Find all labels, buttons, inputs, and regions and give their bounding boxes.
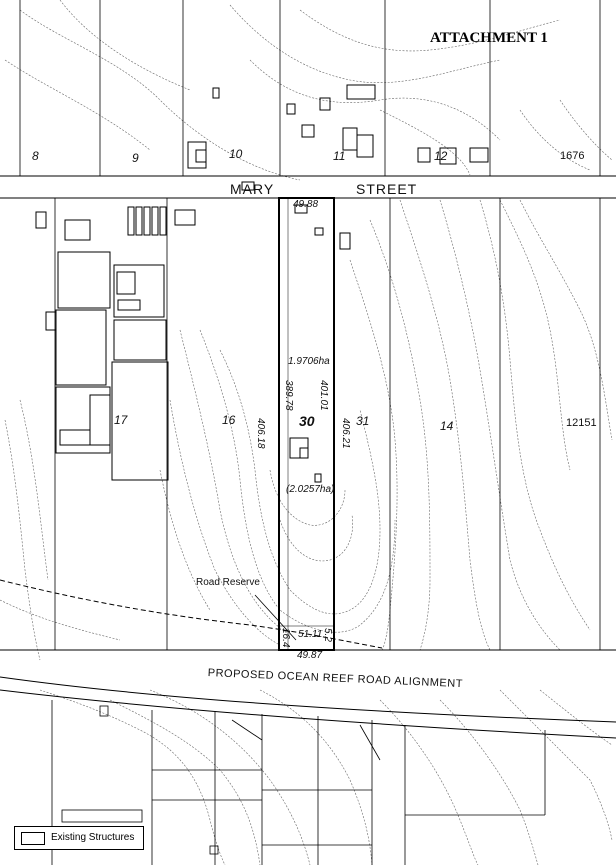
street-label-mary: MARY: [230, 181, 275, 197]
lot-number-30: 30: [299, 413, 315, 429]
lot-number-1676: 1676: [560, 150, 585, 162]
road-reserve-line: [0, 579, 383, 649]
attachment-title: ATTACHMENT 1: [430, 30, 548, 46]
lot-number-12: 12: [434, 149, 448, 163]
map-legend: Existing Structures: [14, 826, 144, 850]
lot-30-structures: [289, 204, 351, 483]
dim-left-outer: 406.18: [255, 418, 266, 449]
lot-number-16: 16: [222, 413, 236, 427]
road-reserve-pointer: [254, 594, 297, 641]
dim-right-inner: 401.01: [318, 380, 329, 411]
dim-reserve-right: 5.2: [322, 628, 333, 642]
lot-number-12151: 12151: [566, 417, 597, 429]
legend-label: Existing Structures: [51, 832, 135, 843]
street-label-street: STREET: [356, 181, 418, 197]
dim-left-inner: 389.78: [283, 380, 294, 411]
lot-number-11: 11: [333, 149, 346, 163]
subject-lot-area-total: (2.0257ha): [286, 484, 335, 495]
existing-structures-swatch: [21, 832, 45, 845]
lot-number-8: 8: [32, 149, 39, 163]
lot-17-structures: [35, 206, 196, 481]
north-lot-boundaries: [19, 0, 601, 176]
south-lot-boundaries: [54, 198, 601, 650]
road-reserve-label: Road Reserve: [196, 577, 260, 588]
lot-number-10: 10: [229, 147, 243, 161]
mary-street-road: [0, 175, 616, 199]
dim-top: 49.88: [293, 199, 319, 210]
dim-right-outer: 406.21: [340, 418, 351, 449]
dim-reserve-top: 51.11: [298, 629, 323, 640]
subject-lot-area: 1.9706ha: [288, 356, 330, 367]
lot-number-17: 17: [114, 413, 128, 427]
dim-reserve-left: 16.4: [280, 628, 291, 648]
lot-number-14: 14: [440, 419, 454, 433]
lot-number-9: 9: [132, 151, 139, 165]
dim-bottom: 49.87: [297, 650, 323, 661]
lot-number-31: 31: [356, 414, 370, 428]
ocean-reef-road: [0, 649, 616, 739]
north-structures: [187, 84, 489, 191]
